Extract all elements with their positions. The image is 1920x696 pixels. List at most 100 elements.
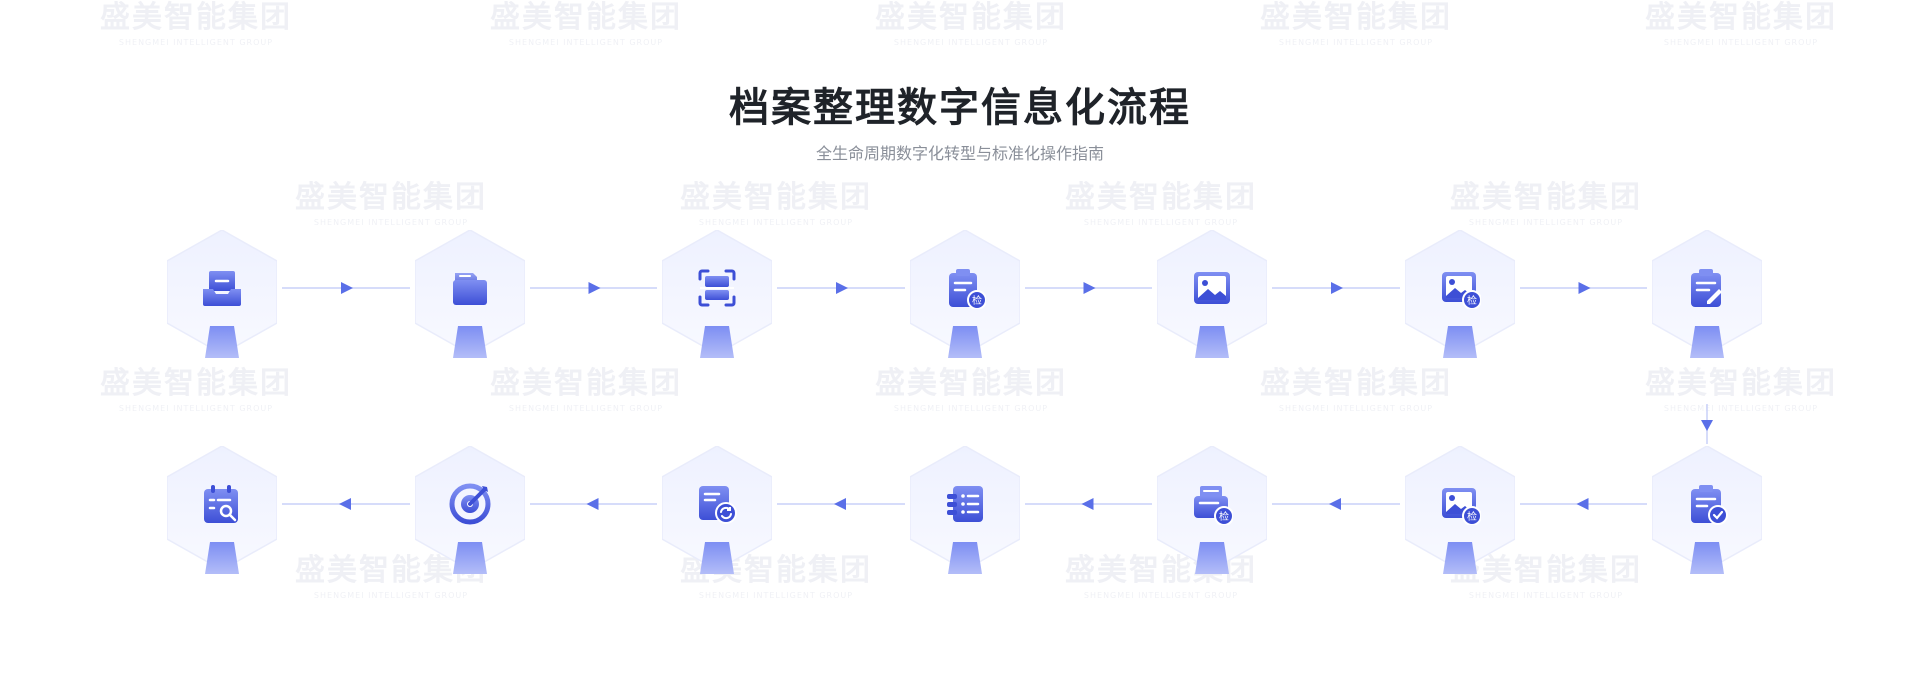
clipboard-verify-icon bbox=[1686, 483, 1728, 525]
arrow-left-icon bbox=[1272, 496, 1400, 516]
step-number bbox=[700, 542, 734, 574]
watermark-company: 盛美智能集团 bbox=[1645, 0, 1837, 35]
arrow-right-icon bbox=[530, 280, 657, 300]
watermark-tagline: SHENGMEI INTELLIGENT GROUP bbox=[1663, 38, 1819, 47]
arrow-right-icon bbox=[1272, 280, 1400, 300]
step-09: 检 bbox=[1390, 446, 1530, 626]
step-number-badge bbox=[948, 326, 982, 358]
arrow-right-icon bbox=[777, 280, 905, 300]
data-sync-icon bbox=[696, 483, 738, 525]
step-13 bbox=[400, 446, 540, 626]
step-number bbox=[1443, 542, 1477, 574]
inbox-icon bbox=[201, 267, 243, 309]
step-04: 检 bbox=[895, 230, 1035, 410]
watermark-company: 盛美智能集团 bbox=[1260, 0, 1452, 35]
step-02 bbox=[400, 230, 540, 410]
arrow-right-icon bbox=[1520, 280, 1647, 300]
step-number bbox=[700, 326, 734, 358]
step-08 bbox=[1637, 446, 1777, 626]
step-number-badge bbox=[453, 326, 487, 358]
svg-text:检: 检 bbox=[1219, 510, 1229, 523]
watermark-company: 盛美智能集团 bbox=[490, 0, 682, 35]
step-number-badge bbox=[948, 542, 982, 574]
step-hexagon bbox=[167, 230, 277, 358]
arrow-right-icon bbox=[1025, 280, 1152, 300]
header: 档案整理数字信息化流程 全生命周期数字化转型与标准化操作指南 bbox=[0, 80, 1920, 166]
arrow-left-icon bbox=[530, 496, 657, 516]
step-number-badge bbox=[1195, 542, 1229, 574]
step-number-badge bbox=[453, 542, 487, 574]
step-number-badge bbox=[205, 542, 239, 574]
step-hexagon bbox=[910, 446, 1020, 574]
clipboard-edit-icon bbox=[1686, 267, 1728, 309]
step-hexagon bbox=[167, 446, 277, 574]
step-number-badge bbox=[1690, 326, 1724, 358]
scan-icon bbox=[696, 267, 738, 309]
image-icon bbox=[1191, 267, 1233, 309]
step-14 bbox=[152, 446, 292, 626]
watermark-tagline: SHENGMEI INTELLIGENT GROUP bbox=[893, 38, 1049, 47]
step-number-badge bbox=[700, 326, 734, 358]
watermark-tagline: SHENGMEI INTELLIGENT GROUP bbox=[313, 218, 469, 227]
svg-text:检: 检 bbox=[1467, 294, 1477, 307]
step-number-badge bbox=[1443, 326, 1477, 358]
step-01 bbox=[152, 230, 292, 410]
watermark: 盛美智能集团 SHENGMEI INTELLIGENT GROUP bbox=[1260, 0, 1452, 47]
step-03 bbox=[647, 230, 787, 410]
watermark-tagline: SHENGMEI INTELLIGENT GROUP bbox=[508, 38, 664, 47]
calendar-search-icon bbox=[201, 483, 243, 525]
clipboard-check-icon: 检 bbox=[944, 267, 987, 310]
step-number bbox=[948, 326, 982, 358]
step-number bbox=[205, 326, 239, 358]
step-hexagon bbox=[415, 446, 525, 574]
step-10: 检 bbox=[1142, 446, 1282, 626]
step-hexagon: 检 bbox=[910, 230, 1020, 358]
step-11 bbox=[895, 446, 1035, 626]
disc-icon bbox=[449, 483, 491, 525]
step-number-badge bbox=[205, 326, 239, 358]
step-number-badge bbox=[700, 542, 734, 574]
printer-check-icon: 检 bbox=[1191, 483, 1234, 526]
step-number-badge bbox=[1443, 542, 1477, 574]
arrow-right-icon bbox=[282, 280, 410, 300]
step-number bbox=[1195, 542, 1229, 574]
watermark-tagline: SHENGMEI INTELLIGENT GROUP bbox=[118, 38, 274, 47]
watermark-company: 盛美智能集团 bbox=[875, 0, 1067, 35]
step-hexagon: 检 bbox=[1405, 446, 1515, 574]
step-hexagon bbox=[1652, 230, 1762, 358]
step-number-badge bbox=[1195, 326, 1229, 358]
step-number-badge bbox=[1690, 542, 1724, 574]
step-number bbox=[948, 542, 982, 574]
watermark: 盛美智能集团 SHENGMEI INTELLIGENT GROUP bbox=[100, 0, 292, 47]
arrow-left-icon bbox=[1025, 496, 1152, 516]
step-05 bbox=[1142, 230, 1282, 410]
arrow-down-icon bbox=[1699, 404, 1715, 448]
step-hexagon bbox=[1652, 446, 1762, 574]
step-hexagon bbox=[662, 446, 772, 574]
watermark-tagline: SHENGMEI INTELLIGENT GROUP bbox=[1083, 218, 1239, 227]
watermark-company: 盛美智能集团 bbox=[100, 0, 292, 35]
watermark-company: 盛美智能集团 bbox=[1450, 180, 1642, 215]
watermark-company: 盛美智能集团 bbox=[680, 180, 872, 215]
image-check-icon: 检 bbox=[1439, 483, 1482, 526]
step-07 bbox=[1637, 230, 1777, 410]
watermark: 盛美智能集团 SHENGMEI INTELLIGENT GROUP bbox=[490, 0, 682, 47]
step-hexagon bbox=[1157, 230, 1267, 358]
watermark: 盛美智能集团 SHENGMEI INTELLIGENT GROUP bbox=[1065, 172, 1257, 227]
watermark-company: 盛美智能集团 bbox=[295, 180, 487, 215]
step-hexagon bbox=[662, 230, 772, 358]
page-title: 档案整理数字信息化流程 bbox=[729, 85, 1191, 131]
step-number bbox=[1195, 326, 1229, 358]
arrow-left-icon bbox=[1520, 496, 1647, 516]
step-06: 检 bbox=[1390, 230, 1530, 410]
watermark-company: 盛美智能集团 bbox=[1065, 180, 1257, 215]
step-12 bbox=[647, 446, 787, 626]
step-number bbox=[453, 542, 487, 574]
watermark-tagline: SHENGMEI INTELLIGENT GROUP bbox=[1278, 38, 1434, 47]
step-number bbox=[1690, 326, 1724, 358]
image-check-icon: 检 bbox=[1439, 267, 1482, 310]
watermark: 盛美智能集团 SHENGMEI INTELLIGENT GROUP bbox=[295, 172, 487, 227]
step-number bbox=[205, 542, 239, 574]
